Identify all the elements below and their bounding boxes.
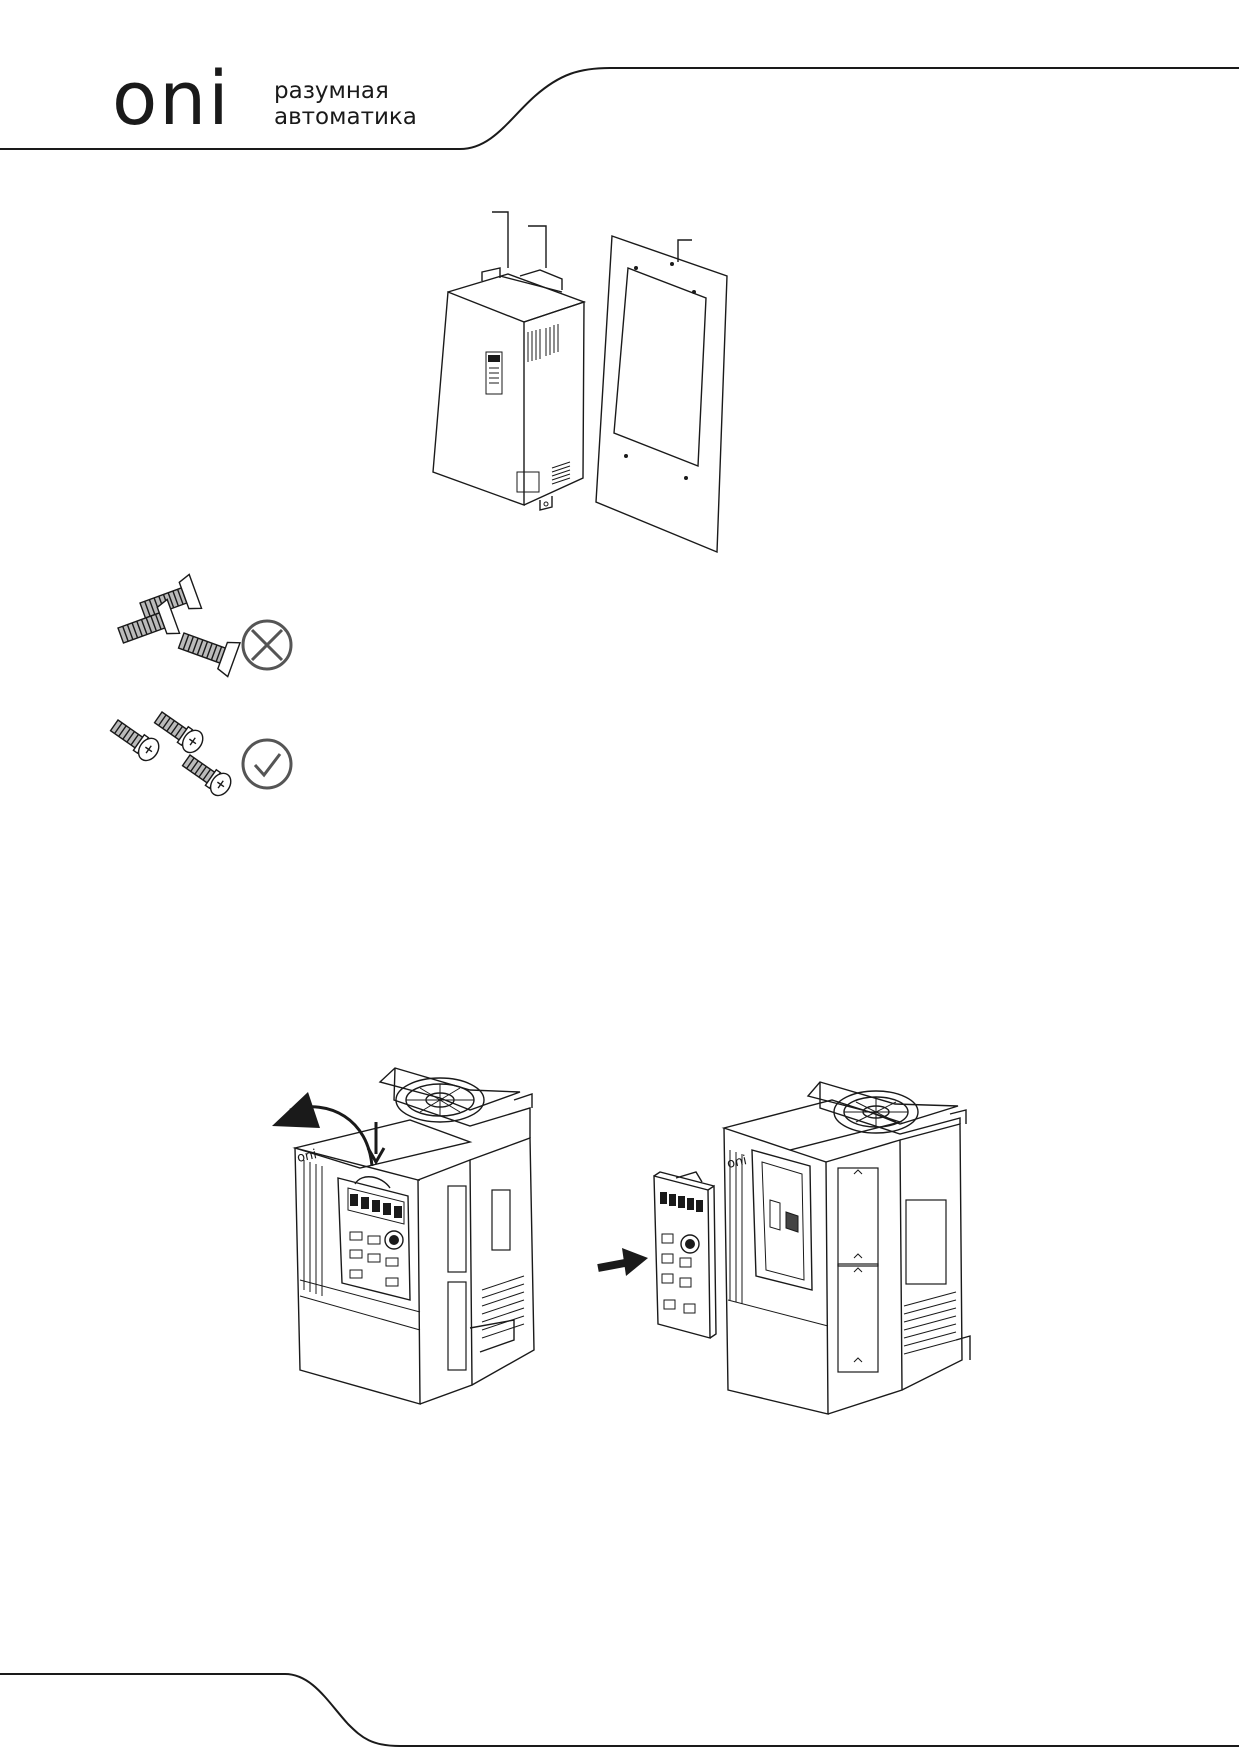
cross-circle-icon (241, 619, 293, 671)
inverter-right-front (723, 1127, 829, 1415)
leader-line-1 (492, 211, 509, 268)
front-brand-mark: oni (296, 1147, 318, 1166)
keypad-left (337, 1177, 411, 1301)
inverter-left: oni (292, 1067, 535, 1405)
footer-banner (0, 1673, 1239, 1747)
leader-line-3 (677, 239, 692, 262)
brand-logo: oni (112, 56, 231, 142)
keypad-recess (751, 1149, 813, 1291)
keypad-display-panel (485, 351, 503, 395)
inverter-right: oni (721, 1081, 971, 1415)
inverter-mounting-figure (432, 211, 728, 554)
inverter-left-front (294, 1147, 421, 1405)
countersunk-screws-figure (117, 573, 293, 678)
tagline-line-2: автоматика (274, 104, 417, 130)
side-vents (527, 324, 571, 485)
front-brand-mark-right: oni (726, 1153, 748, 1172)
pan-head-screw-icon (109, 711, 232, 797)
pan-head-screws-figure (109, 711, 293, 797)
mounting-frame-outer (595, 235, 728, 554)
header-banner (0, 67, 1239, 150)
mounting-frame-inner (613, 267, 707, 468)
brand-tagline: разумная автоматика (274, 78, 417, 130)
check-circle-icon (241, 738, 293, 790)
countersunk-screw-icon (117, 573, 242, 678)
leader-line-2 (528, 225, 547, 268)
keypad-detached (653, 1171, 717, 1339)
tagline-line-1: разумная (274, 78, 389, 104)
